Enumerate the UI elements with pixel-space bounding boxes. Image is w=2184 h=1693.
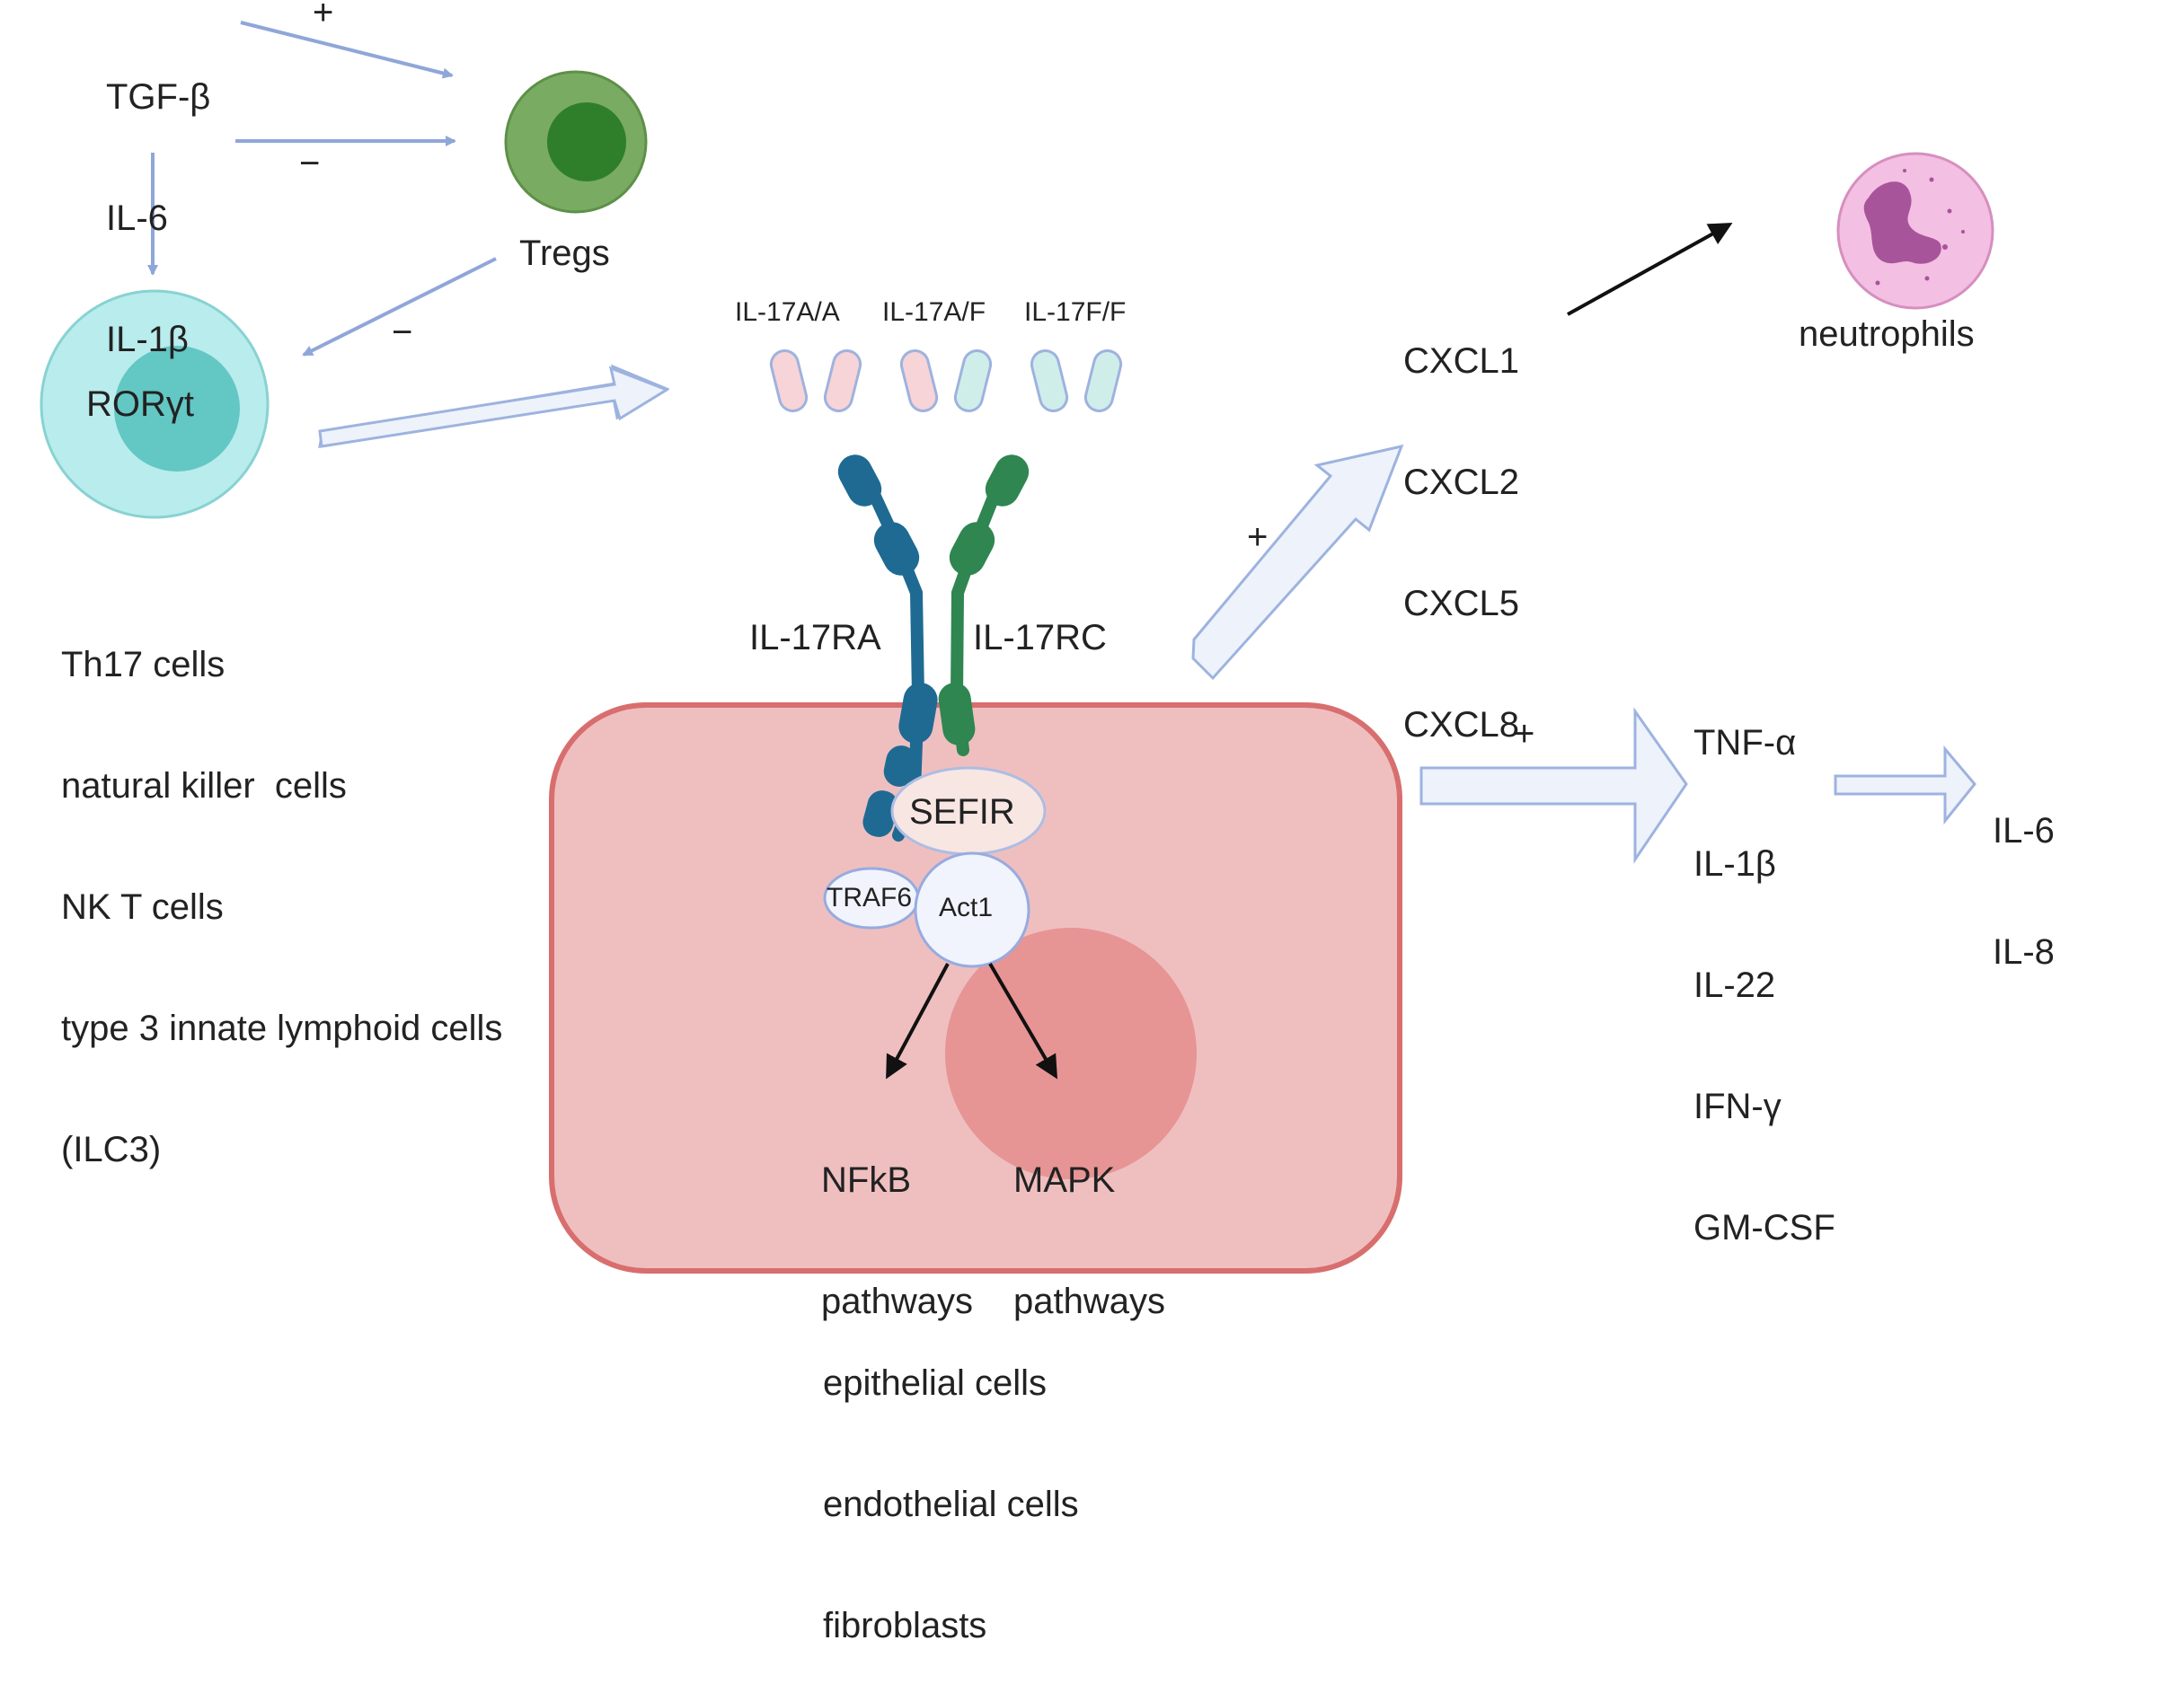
receptor-label-rc: IL-17RC <box>973 618 1107 657</box>
minus-sign-roryt: − <box>392 313 413 352</box>
dimer-label-ff: IL-17F/F <box>1024 297 1127 327</box>
il17-signaling-diagram <box>40 21 1994 1274</box>
mediator-item: IL-1β <box>1693 844 1776 884</box>
source-cell-item: (ILC3) <box>61 1130 162 1169</box>
act1-label: Act1 <box>939 893 994 922</box>
chemokine-item: CXCL5 <box>1403 584 1519 623</box>
tregs-label: Tregs <box>519 234 610 273</box>
arrow-act1-to-mapk <box>988 962 1058 1080</box>
tregs-cell <box>504 70 648 214</box>
arrow-act1-to-nfkb <box>886 963 950 1080</box>
mediator-list: TNF-α IL-1β IL-22 IFN-γ GM-CSF <box>1693 653 1835 1295</box>
traf6-label: TRAF6 <box>827 883 913 913</box>
nfkb-line: NFkB <box>821 1160 911 1200</box>
source-cell-list: Th17 cells natural killer cells NK T cel… <box>61 575 502 1217</box>
receptor-label-ra: IL-17RA <box>749 618 881 657</box>
target-cell-item: fibroblasts <box>823 1606 987 1645</box>
plus-sign-mediators: + <box>1514 714 1535 754</box>
chemokine-item: CXCL2 <box>1403 463 1519 502</box>
source-cell-item: natural killer cells <box>61 766 347 806</box>
target-cell-nucleus <box>945 928 1197 1179</box>
mediator-item: TNF-α <box>1693 723 1797 763</box>
mapk-line: MAPK <box>1013 1160 1116 1200</box>
minus-sign-tregs: − <box>299 144 321 183</box>
block-arrow-to-chemokines <box>1191 444 1404 681</box>
roryt-cell <box>40 289 270 519</box>
cytokine-list: TGF-β IL-6 IL-1β <box>106 7 210 407</box>
mediator-item: IL-22 <box>1693 966 1776 1005</box>
plus-sign-tregs: + <box>313 0 334 32</box>
cytokine-item: TGF-β <box>106 77 211 117</box>
chemokine-item: CXCL1 <box>1403 341 1519 381</box>
source-cell-item: Th17 cells <box>61 645 225 684</box>
target-cell-item: epithelial cells <box>823 1363 1048 1403</box>
plus-sign-chemokines: + <box>1247 517 1269 557</box>
mapk-pathways-label: MAPK pathways <box>1013 1090 1165 1369</box>
downstream-item: IL-6 <box>1993 811 2055 851</box>
downstream-list: IL-6 IL-8 <box>1993 741 2055 1019</box>
mapk-line: pathways <box>1013 1282 1165 1321</box>
nfkb-pathways-label: NFkB pathways <box>821 1090 973 1369</box>
cytokine-item: IL-1β <box>106 320 189 359</box>
mediator-item: IFN-γ <box>1693 1087 1782 1126</box>
cytokine-item: IL-6 <box>106 198 168 238</box>
arrow-chemokines-to-neutrophils <box>1567 223 1733 316</box>
il17rc-receptor <box>938 454 1030 756</box>
nfkb-line: pathways <box>821 1282 973 1321</box>
arrow-tgfb-to-tregs <box>240 21 454 79</box>
block-arrow-to-mediators <box>1419 707 1688 864</box>
arrow-tregs-inhibit-roryt <box>302 257 497 357</box>
mediator-item: GM-CSF <box>1693 1208 1835 1248</box>
block-arrow-to-il6-il8 <box>1834 745 1976 825</box>
target-cell-list: epithelial cells endothelial cells fibro… <box>823 1293 1079 1693</box>
neutrophil-cell <box>1836 152 1994 310</box>
roryt-label: RORγt <box>86 384 194 424</box>
neutrophils-label: neutrophils <box>1799 314 1975 354</box>
downstream-item: IL-8 <box>1993 932 2055 972</box>
il17-dimer-pills <box>769 349 1123 412</box>
source-cell-item: NK T cells <box>61 887 224 927</box>
sefir-label: SEFIR <box>909 792 1015 832</box>
act1-protein <box>914 851 1030 968</box>
source-cell-item: type 3 innate lymphoid cells <box>61 1009 503 1048</box>
dimer-label-af: IL-17A/F <box>882 297 986 327</box>
chemokine-list: CXCL1 CXCL2 CXCL5 CXCL8 <box>1403 271 1519 792</box>
target-cell-item: endothelial cells <box>823 1485 1079 1524</box>
chemokine-item: CXCL8 <box>1403 705 1519 745</box>
dimer-label-aa: IL-17A/A <box>735 297 840 327</box>
